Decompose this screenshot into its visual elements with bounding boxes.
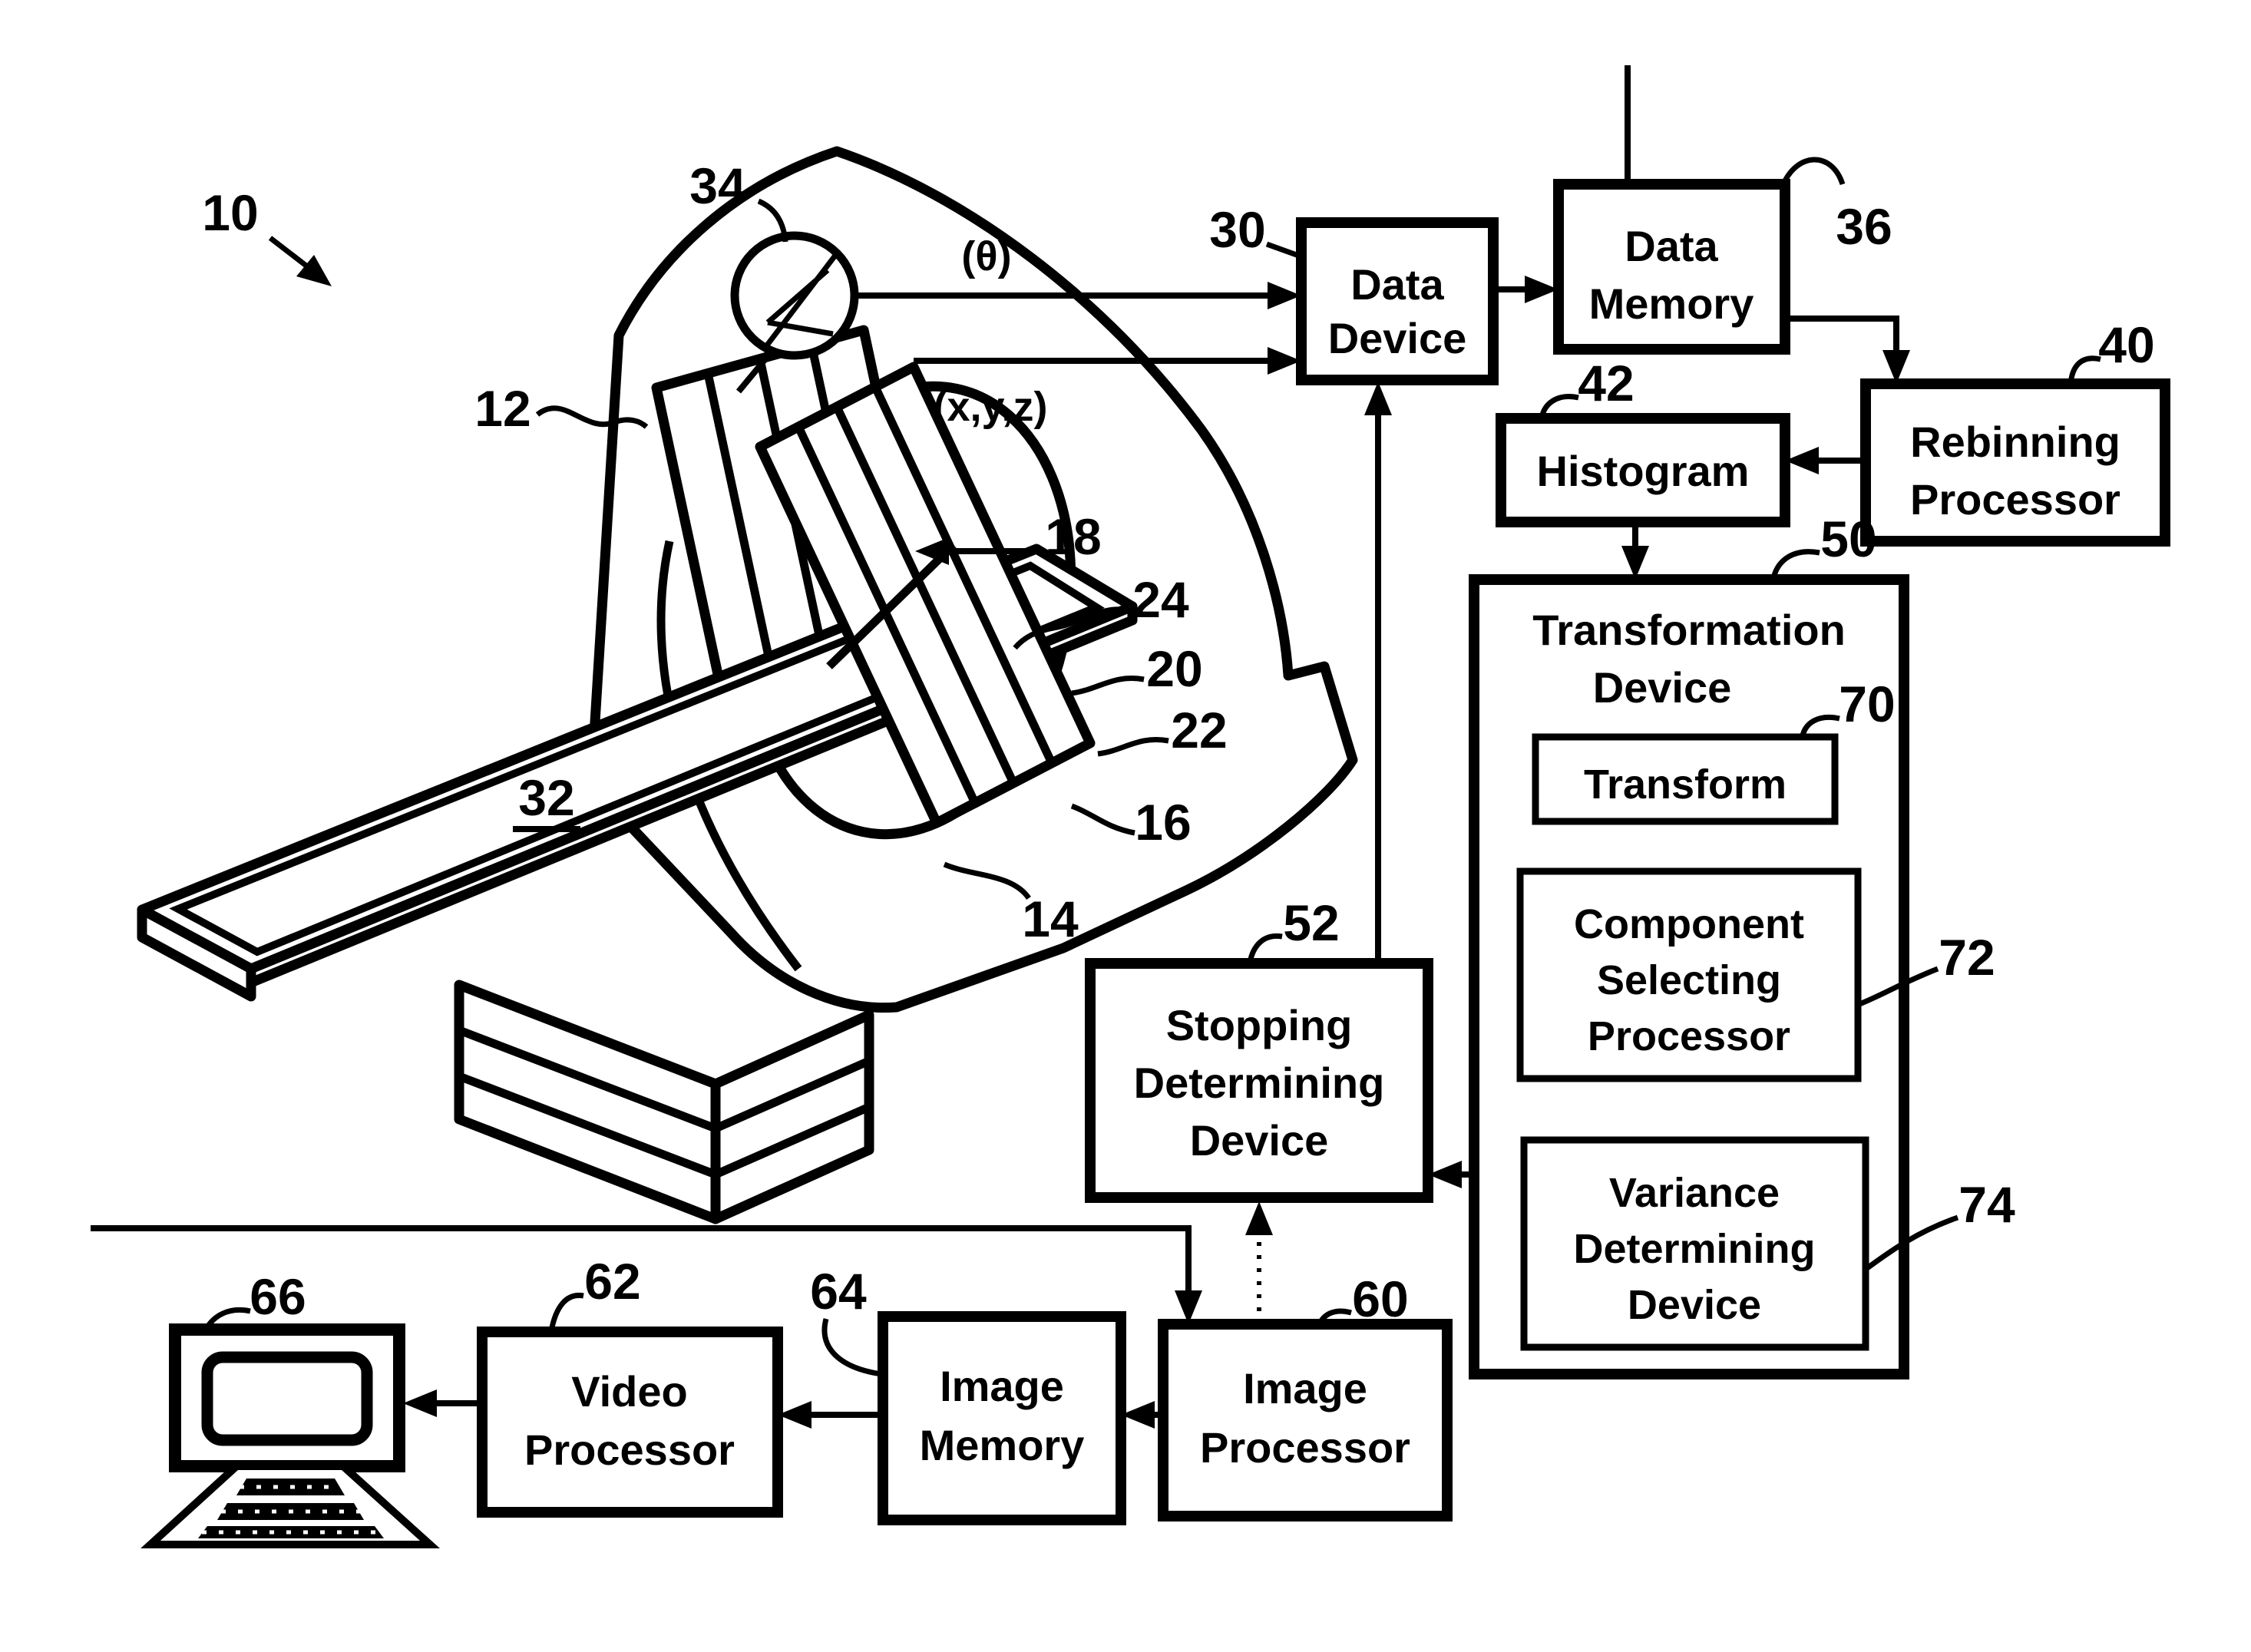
reference-numerals: 10 34 12 30 36 40 42 50 70 72 74 52: [202, 157, 2155, 1377]
histogram-block: Histogram: [1496, 413, 1790, 527]
ref-24: 24: [1132, 571, 1189, 628]
transform-block: Transform: [1532, 733, 1839, 825]
ref-36: 36: [1836, 198, 1892, 255]
histogram-label: Histogram: [1537, 447, 1750, 495]
image-memory-label-1: Image: [940, 1362, 1064, 1410]
bore-pointer-arrow: [915, 537, 1038, 565]
image-memory-block: Image Memory: [878, 1311, 1126, 1525]
component-label-3: Processor: [1588, 1013, 1790, 1059]
component-selecting-processor-block: Component Selecting Processor: [1516, 867, 1862, 1082]
ref-20: 20: [1146, 640, 1202, 697]
stopping-determining-device-block: Stopping Determining Device: [1085, 958, 1433, 1203]
rebinning-processor-block: Rebinning Processor: [1860, 378, 2170, 547]
component-label-1: Component: [1574, 901, 1804, 947]
ref-40: 40: [2098, 316, 2154, 373]
image-memory-label-2: Memory: [920, 1421, 1085, 1469]
scanner-drawing: [137, 146, 1358, 1548]
workstation: [140, 1323, 441, 1548]
image-processor-label-1: Image: [1243, 1364, 1367, 1412]
stopping-label-3: Device: [1190, 1116, 1329, 1165]
video-processor-label-2: Processor: [524, 1426, 735, 1474]
xyz-signal-label: (x,y,z): [933, 384, 1047, 430]
keyboard-keys: [198, 1479, 384, 1538]
ref-70: 70: [1839, 676, 1895, 732]
video-processor-block: Video Processor: [477, 1327, 783, 1518]
ref-62: 62: [584, 1253, 640, 1310]
image-processor-block: Image Processor: [1158, 1319, 1453, 1521]
transformation-device-block: Transformation Device Transform Componen…: [1469, 574, 1909, 1379]
component-label-2: Selecting: [1597, 957, 1781, 1003]
variance-label-1: Variance: [1609, 1170, 1780, 1216]
angle-sensor: [730, 231, 859, 394]
ref-64: 64: [810, 1263, 867, 1320]
ref-50: 50: [1820, 510, 1876, 567]
rebinning-label-1: Rebinning: [1910, 418, 2120, 466]
ref-66: 66: [250, 1268, 306, 1325]
stopping-label-2: Determining: [1134, 1059, 1385, 1107]
variance-label-3: Device: [1628, 1282, 1761, 1328]
ref-32: 32: [518, 769, 574, 826]
data-memory-label-1: Data: [1625, 222, 1718, 270]
theta-signal-label: (θ): [961, 233, 1011, 279]
ref-72: 72: [1939, 929, 1995, 986]
ref-30: 30: [1209, 201, 1265, 258]
ref-52: 52: [1283, 894, 1339, 951]
data-device-block: Data Device: [1296, 217, 1499, 385]
data-device-label-1: Data: [1350, 260, 1444, 309]
data-memory-label-2: Memory: [1589, 279, 1754, 328]
transformation-label-1: Transformation: [1532, 606, 1846, 654]
bore-axis-line: [826, 542, 957, 669]
video-processor-label-1: Video: [571, 1367, 687, 1416]
ref-12: 12: [474, 380, 531, 437]
data-memory-block: Data Memory: [1553, 179, 1790, 355]
variance-determining-device-block: Variance Determining Device: [1520, 1136, 1869, 1351]
image-processor-label-2: Processor: [1200, 1423, 1410, 1472]
transformation-label-2: Device: [1593, 663, 1732, 712]
table-pedestal: [454, 980, 874, 1224]
ref-42: 42: [1578, 355, 1634, 411]
ref-10: 10: [202, 184, 258, 241]
data-device-label-2: Device: [1328, 314, 1467, 362]
ref-34: 34: [689, 157, 746, 214]
ref-22: 22: [1171, 702, 1227, 758]
ref-14: 14: [1022, 890, 1079, 947]
stopping-label-1: Stopping: [1166, 1001, 1353, 1049]
rebinning-label-2: Processor: [1910, 475, 2120, 524]
ref-74: 74: [1958, 1176, 2015, 1233]
ref-18: 18: [1045, 508, 1101, 565]
ref-60: 60: [1352, 1270, 1408, 1327]
variance-label-2: Determining: [1573, 1226, 1815, 1272]
transform-label: Transform: [1584, 762, 1787, 808]
ref-16: 16: [1135, 794, 1191, 851]
